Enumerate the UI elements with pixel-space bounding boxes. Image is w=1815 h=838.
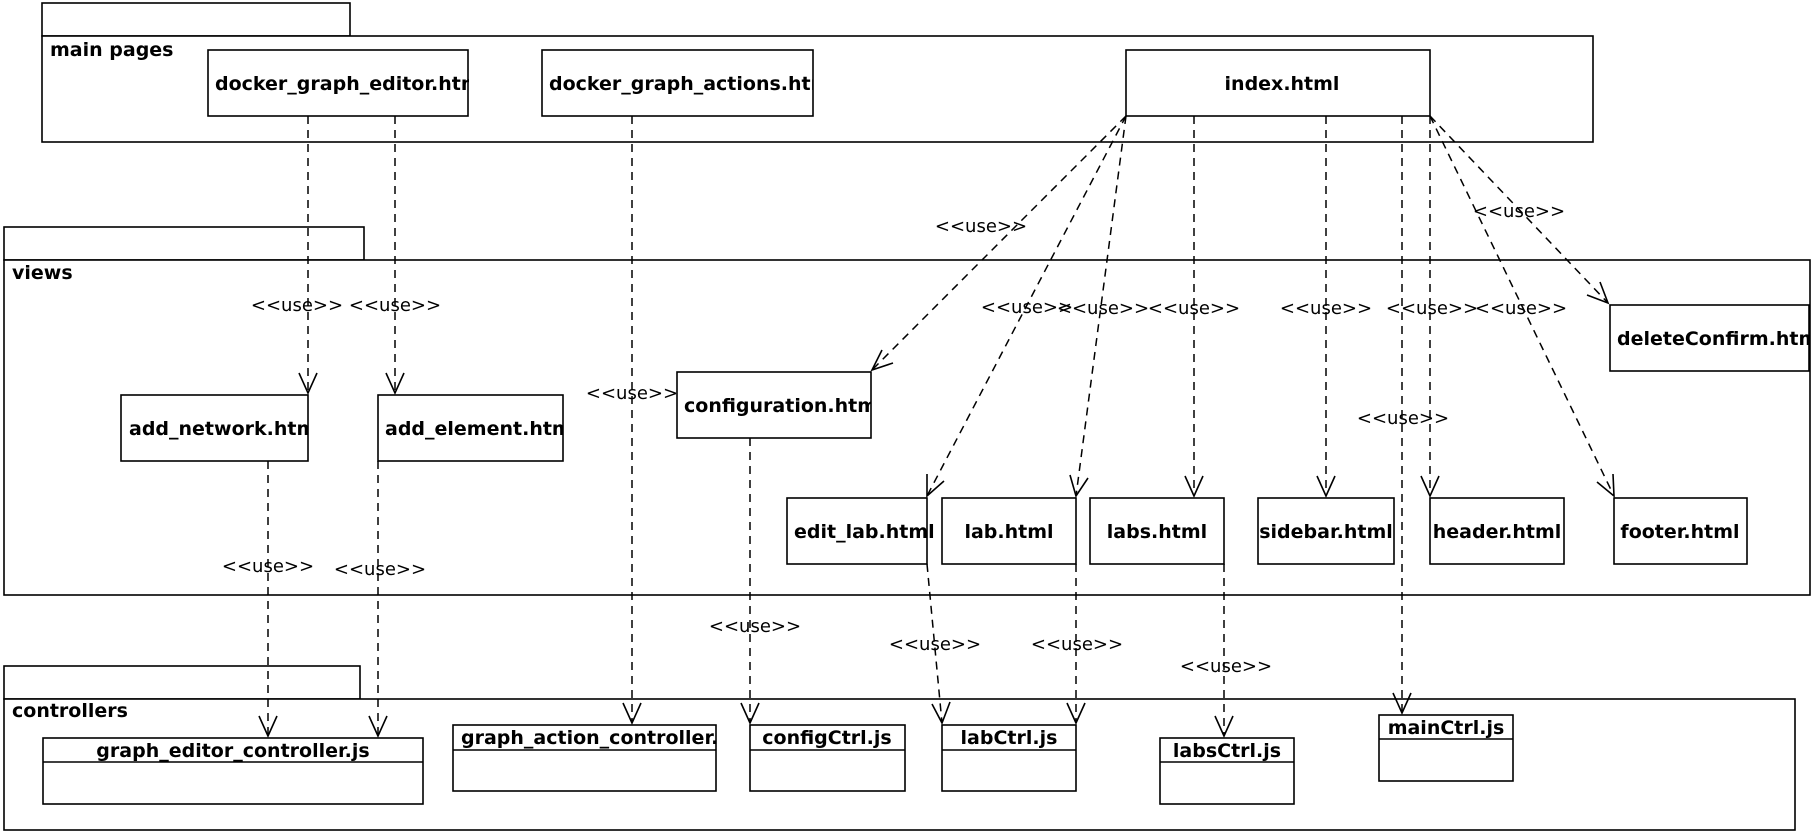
class-graph-action-controller-label: graph_action_controller.j bbox=[461, 727, 725, 749]
node-index[interactable]: index.html bbox=[1125, 49, 1431, 117]
use-label-index-lab: <<use>> bbox=[1057, 298, 1149, 319]
node-add-network[interactable]: add_network.htm bbox=[120, 394, 316, 462]
dependency-add-network-graph-editor-controller bbox=[258, 461, 278, 738]
dependency-configuration-config-ctrl bbox=[740, 438, 760, 725]
dependency-index-labs bbox=[1184, 116, 1204, 498]
use-label-add-network-controller: <<use>> bbox=[222, 556, 314, 577]
node-add-element-label: add_element.htm bbox=[385, 418, 572, 440]
dependency-editor-add-network bbox=[298, 116, 318, 395]
node-header[interactable]: header.html bbox=[1429, 497, 1565, 565]
use-label-add-element-controller: <<use>> bbox=[334, 559, 426, 580]
node-configuration[interactable]: configuration.htm bbox=[676, 371, 877, 439]
node-docker-graph-editor-label: docker_graph_editor.htm bbox=[215, 73, 481, 95]
dependency-editor-add-element bbox=[385, 116, 405, 395]
dependency-index-configuration bbox=[870, 115, 1127, 372]
node-edit-lab[interactable]: edit_lab.html bbox=[786, 497, 935, 565]
node-docker-graph-actions-label: docker_graph_actions.htm bbox=[549, 73, 830, 95]
dependency-index-main-ctrl bbox=[1392, 116, 1412, 715]
use-label-configuration-config-ctrl: <<use>> bbox=[709, 616, 801, 637]
node-footer-label: footer.html bbox=[1620, 521, 1739, 543]
class-config-ctrl[interactable]: configCtrl.js bbox=[749, 724, 906, 792]
node-footer[interactable]: footer.html bbox=[1613, 497, 1748, 565]
class-main-ctrl-label: mainCtrl.js bbox=[1388, 717, 1505, 739]
use-label-editor-add-network: <<use>> bbox=[251, 295, 343, 316]
class-main-ctrl[interactable]: mainCtrl.js bbox=[1378, 714, 1514, 782]
package-main-pages-tab bbox=[41, 2, 351, 37]
package-main-pages-label: main pages bbox=[50, 39, 174, 61]
use-label-index-delete-confirm: <<use>> bbox=[1473, 201, 1565, 222]
node-delete-confirm[interactable]: deleteConfirm.htm bbox=[1609, 304, 1815, 372]
use-label-lab-lab-ctrl: <<use>> bbox=[1031, 634, 1123, 655]
node-docker-graph-editor[interactable]: docker_graph_editor.htm bbox=[207, 49, 481, 117]
node-sidebar-label: sidebar.html bbox=[1259, 521, 1393, 543]
use-label-index-labs: <<use>> bbox=[1148, 298, 1240, 319]
class-lab-ctrl-label: labCtrl.js bbox=[961, 727, 1058, 749]
node-edit-lab-label: edit_lab.html bbox=[794, 521, 935, 543]
class-graph-editor-controller[interactable]: graph_editor_controller.js bbox=[42, 737, 424, 805]
node-add-network-label: add_network.htm bbox=[129, 418, 316, 440]
dependency-index-header bbox=[1420, 116, 1440, 498]
class-graph-action-controller[interactable]: graph_action_controller.j bbox=[452, 724, 725, 792]
node-delete-confirm-label: deleteConfirm.htm bbox=[1617, 328, 1815, 350]
class-labs-ctrl-label: labsCtrl.js bbox=[1173, 740, 1281, 762]
use-label-edit-lab-lab-ctrl: <<use>> bbox=[889, 634, 981, 655]
package-views-label: views bbox=[12, 262, 73, 284]
node-header-label: header.html bbox=[1433, 521, 1562, 543]
use-label-labs-labs-ctrl: <<use>> bbox=[1180, 656, 1272, 677]
class-labs-ctrl[interactable]: labsCtrl.js bbox=[1159, 737, 1295, 805]
node-add-element[interactable]: add_element.htm bbox=[377, 394, 572, 462]
dependency-labs-labs-ctrl bbox=[1214, 564, 1234, 738]
use-label-index-edit-lab: <<use>> bbox=[981, 297, 1073, 318]
node-index-label: index.html bbox=[1225, 73, 1340, 95]
node-docker-graph-actions[interactable]: docker_graph_actions.htm bbox=[541, 49, 830, 117]
dependency-add-element-graph-editor-controller bbox=[368, 461, 388, 738]
dependency-index-edit-lab bbox=[926, 115, 1127, 498]
use-label-index-main-ctrl: <<use>> bbox=[1357, 408, 1449, 429]
use-label-index-sidebar: <<use>> bbox=[1280, 298, 1372, 319]
class-graph-editor-controller-label: graph_editor_controller.js bbox=[96, 740, 369, 762]
dependency-index-delete-confirm bbox=[1429, 115, 1610, 305]
dependency-actions-graph-action-controller bbox=[622, 116, 642, 725]
use-label-index-footer: <<use>> bbox=[1475, 298, 1567, 319]
dependency-index-lab bbox=[1069, 115, 1127, 498]
class-lab-ctrl[interactable]: labCtrl.js bbox=[941, 724, 1077, 792]
use-label-index-configuration: <<use>> bbox=[935, 216, 1027, 237]
use-label-index-header: <<use>> bbox=[1386, 298, 1478, 319]
node-lab[interactable]: lab.html bbox=[941, 497, 1077, 565]
node-lab-label: lab.html bbox=[964, 521, 1053, 543]
dependency-edit-lab-lab-ctrl bbox=[926, 563, 951, 725]
package-controllers-label: controllers bbox=[12, 700, 128, 722]
use-label-actions-controller: <<use>> bbox=[586, 383, 678, 404]
dependency-lab-lab-ctrl bbox=[1066, 564, 1086, 725]
dependency-index-sidebar bbox=[1316, 116, 1336, 498]
class-config-ctrl-label: configCtrl.js bbox=[762, 727, 891, 749]
use-label-editor-add-element: <<use>> bbox=[349, 295, 441, 316]
node-labs-label: labs.html bbox=[1107, 521, 1207, 543]
node-labs[interactable]: labs.html bbox=[1089, 497, 1225, 565]
dependency-index-footer bbox=[1429, 115, 1615, 498]
package-controllers-tab bbox=[3, 665, 361, 700]
node-configuration-label: configuration.htm bbox=[684, 395, 877, 417]
package-views-tab bbox=[3, 226, 365, 261]
node-sidebar[interactable]: sidebar.html bbox=[1257, 497, 1395, 565]
